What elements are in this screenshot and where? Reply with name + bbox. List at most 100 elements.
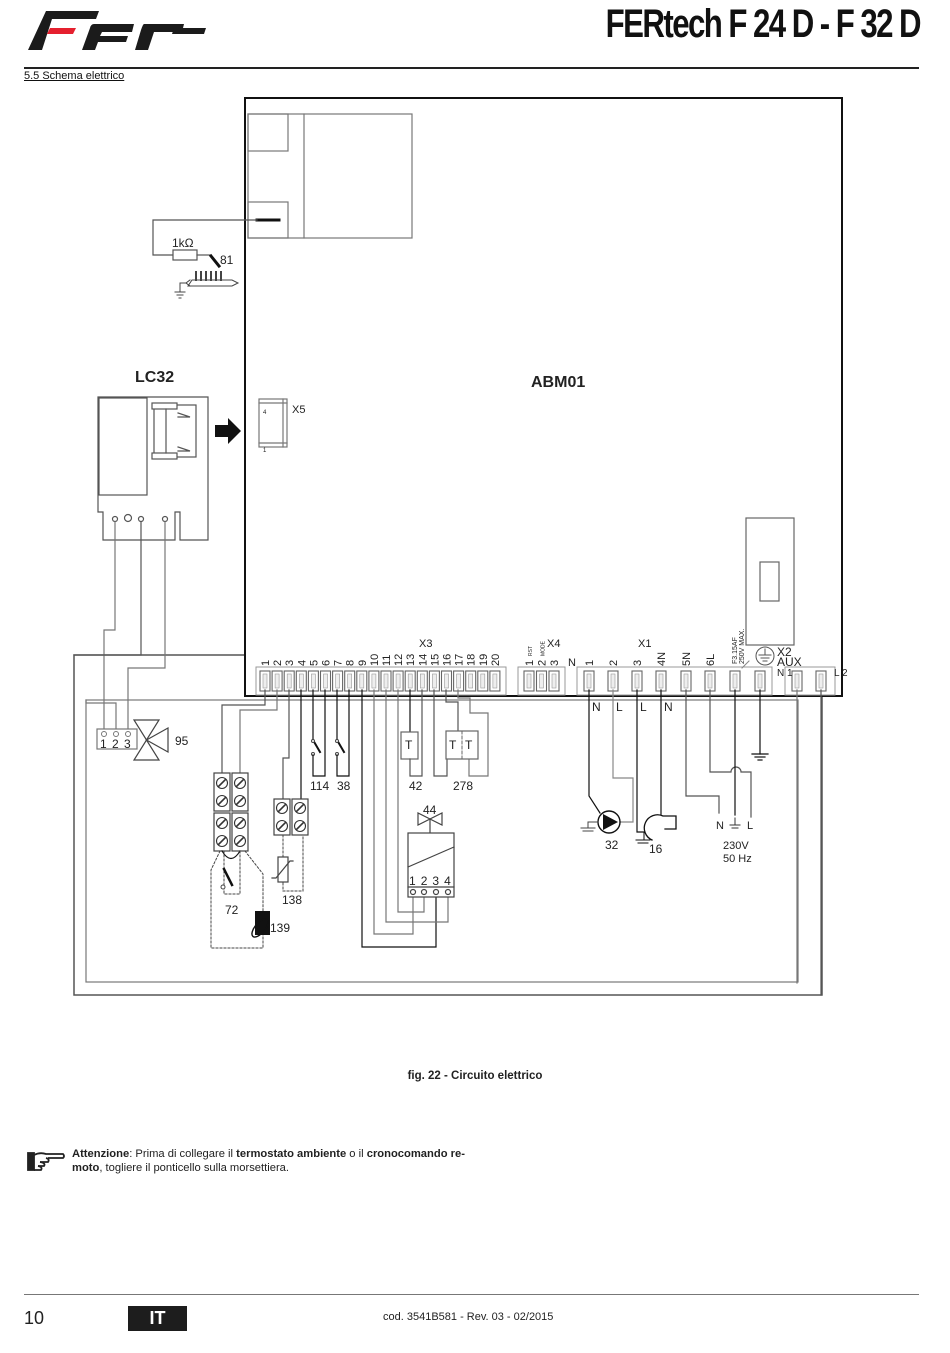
pump-32 — [580, 810, 621, 834]
x4-pin-3-contact — [551, 673, 557, 689]
footer-divider — [24, 1294, 919, 1295]
x3-pin-3-contact — [286, 673, 292, 689]
x1-wire-label-1: L — [616, 700, 623, 714]
x1-earth-pin-contact — [757, 673, 763, 689]
x1-pin-label-4N: 4N — [656, 652, 668, 666]
x3-pin-label-7: 7 — [333, 660, 345, 666]
burner-electrode-icon — [174, 271, 240, 299]
x1-wire-label-3: N — [664, 700, 673, 714]
pointing-hand-icon — [27, 1152, 65, 1171]
screw-slot — [217, 818, 227, 828]
section-title: 5.5 Schema elettrico — [24, 70, 125, 82]
safety-thermostat-label: 42 — [409, 779, 423, 793]
x3-pin-4-contact — [298, 673, 304, 689]
x3-pin-18-contact — [468, 673, 474, 689]
flow-switch-label: 114 — [310, 779, 329, 793]
resistor-label: 1kΩ — [172, 236, 194, 250]
double-thermostat-label: 278 — [453, 779, 473, 793]
language-badge: IT — [128, 1306, 187, 1331]
x1-pin-label-2: 2 — [608, 660, 620, 666]
x1-pin-label-6L: 6L — [705, 654, 717, 666]
remote-control-label: 139 — [270, 921, 290, 935]
terminal-block-72-139 — [213, 772, 249, 852]
abm01-label: ABM01 — [531, 374, 585, 391]
x3-pin-7-contact — [335, 673, 340, 689]
x3-pin-15-contact — [432, 673, 437, 689]
x1-pin-3-contact — [634, 673, 640, 689]
mains-frequency: 50 Hz — [723, 853, 752, 865]
connector-x5 — [258, 398, 288, 448]
x3-pin-label-13: 13 — [405, 654, 417, 666]
gas-valve-label: 44 — [423, 803, 437, 817]
x1-pin-1-contact — [586, 673, 592, 689]
screw-slot — [235, 818, 245, 828]
x3-pin-2-contact — [274, 673, 280, 689]
fer-logo — [28, 11, 206, 50]
screw-slot — [295, 803, 305, 813]
x3-pin-20-contact — [492, 673, 498, 689]
note-bold-1: termostato ambiente — [236, 1148, 347, 1160]
valve-95-pin-1: 1 — [100, 737, 107, 751]
x2-label: X2 — [777, 645, 792, 659]
fuse-label: F3.15AF — [732, 637, 739, 664]
lc32-board — [97, 396, 209, 541]
x1-fuse-pin-contact — [732, 673, 738, 689]
x3-pin-label-6: 6 — [321, 660, 333, 666]
x1-wire-label-2: L — [640, 700, 647, 714]
room-thermostat-72 — [222, 867, 234, 887]
x3-pin-label-17: 17 — [454, 654, 466, 666]
earth-symbol-chassis — [751, 753, 769, 761]
mains-n-label: N — [716, 820, 724, 832]
display-module — [247, 113, 413, 239]
x5-pin-4: 4 — [263, 410, 267, 416]
x3-pin-label-20: 20 — [490, 654, 502, 666]
x4-pin-label-3: 3 — [549, 660, 561, 666]
warning-note: Attenzione: Prima di collegare il termos… — [26, 1148, 486, 1175]
x2-pin-1-contact — [794, 673, 800, 689]
x4-pin-2-contact — [539, 673, 544, 689]
x2-pin-label-2: L 2 — [834, 668, 848, 679]
x3-pin-label-10: 10 — [369, 654, 381, 666]
screw-slot — [295, 821, 305, 831]
three-way-valve-icon — [132, 719, 169, 761]
room-thermostat-label: 72 — [225, 903, 239, 917]
valve-95-pin-3: 3 — [124, 737, 131, 751]
x3-pin-label-5: 5 — [308, 660, 320, 666]
x3-pin-9-contact — [359, 673, 365, 689]
x5-label: X5 — [292, 404, 305, 416]
fuse-holder — [745, 517, 795, 646]
x3-pin-label-12: 12 — [393, 654, 405, 666]
x3-pin-label-2: 2 — [272, 660, 284, 666]
x3-pin-group — [259, 670, 501, 692]
x3-pin-label-18: 18 — [466, 654, 478, 666]
connection-arrow — [215, 418, 241, 444]
valve-95-pin-2: 2 — [112, 737, 119, 751]
x3-pin-10-contact — [371, 673, 377, 689]
mains-earth-symbol — [729, 817, 741, 829]
gas-valve-pin-3: 3 — [432, 874, 439, 888]
note-bold-2: cronocomando re- — [366, 1148, 465, 1160]
gas-valve-44 — [407, 812, 455, 898]
x4-pin-note-2: MODE — [541, 640, 547, 656]
pressure-switch-label: 38 — [337, 779, 351, 793]
page-number: 10 — [24, 1308, 45, 1328]
mains-voltage: 230V — [723, 840, 749, 852]
x3-label: X3 — [419, 638, 432, 650]
electrode-wire — [152, 219, 258, 256]
x3-pin-label-1: 1 — [260, 660, 272, 666]
x1-pin-5N-contact — [683, 673, 689, 689]
note-bold-3: moto — [72, 1161, 100, 1174]
gas-valve-pin-1: 1 — [409, 874, 416, 888]
resistor-1k — [172, 249, 198, 261]
note-text-3: , togliere il ponticello sulla morsettie… — [99, 1161, 289, 1174]
x4-pin-1-contact — [526, 673, 532, 689]
x4-label: X4 — [547, 638, 560, 650]
figure-caption: fig. 22 - Circuito elettrico — [407, 1070, 543, 1082]
x3-pin-16-contact — [444, 673, 449, 689]
x3-pin-13-contact — [407, 673, 413, 689]
x3-pin-label-14: 14 — [417, 654, 429, 666]
mains-l-label: L — [747, 820, 753, 832]
x1-pin-label-3: 3 — [632, 660, 644, 666]
x4-pin-note-1: RST — [528, 646, 534, 656]
x3-pin-label-8: 8 — [345, 660, 357, 666]
